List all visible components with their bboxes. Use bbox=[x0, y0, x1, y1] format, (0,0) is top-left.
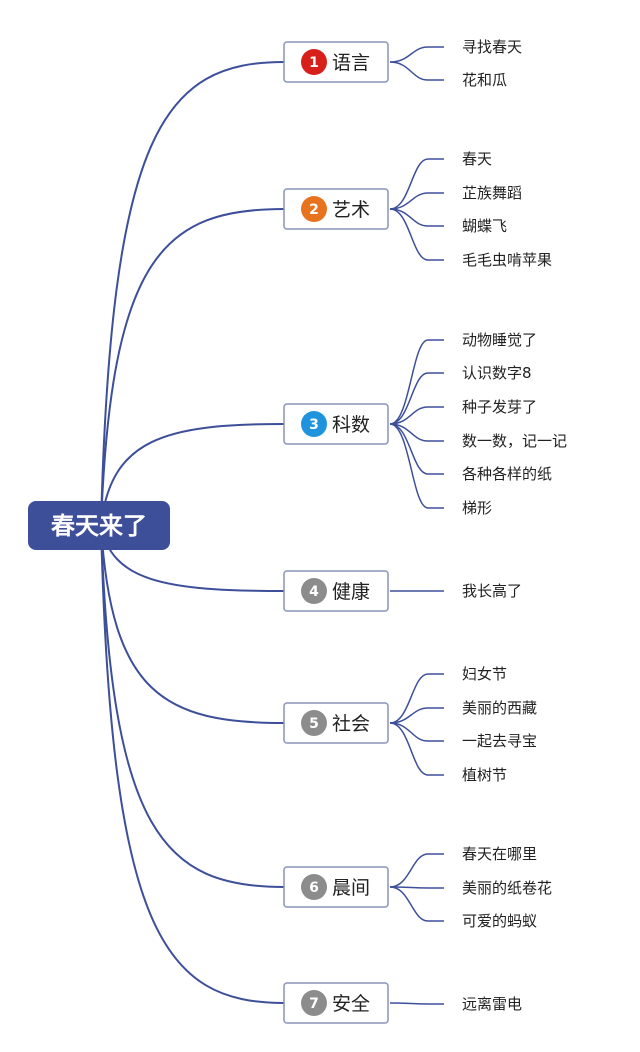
leaf-line-3-5 bbox=[389, 423, 444, 475]
branch-label: 健康 bbox=[332, 581, 370, 603]
root-branch-line-6 bbox=[100, 524, 285, 888]
leaf-line-1-1 bbox=[389, 46, 444, 63]
branch-node-4[interactable]: 4 健康 bbox=[283, 570, 389, 612]
branch-label: 社会 bbox=[332, 713, 370, 735]
leaf-node-5-1[interactable]: 妇女节 bbox=[462, 665, 507, 683]
root-branch-line-5 bbox=[100, 524, 285, 724]
root-node-label: 春天来了 bbox=[51, 512, 147, 540]
root-branch-line-1 bbox=[100, 61, 285, 526]
leaf-node-6-1[interactable]: 春天在哪里 bbox=[462, 845, 537, 863]
leaf-line-2-4 bbox=[389, 208, 444, 261]
leaf-node-2-1[interactable]: 春天 bbox=[462, 150, 492, 168]
branch-number: 2 bbox=[309, 202, 319, 218]
branch-node-1[interactable]: 1 语言 bbox=[283, 41, 389, 83]
branch-node-5[interactable]: 5 社会 bbox=[283, 702, 389, 744]
leaf-line-7-1 bbox=[389, 1002, 444, 1005]
leaf-node-3-5[interactable]: 各种各样的纸 bbox=[462, 465, 552, 483]
leaf-node-6-3[interactable]: 可爱的蚂蚁 bbox=[462, 912, 537, 930]
branch-nodes: 1 语言 2 艺术 3 科数 4 健康 5 社会 6 晨间 7 安全 bbox=[283, 41, 389, 1024]
leaf-node-3-4[interactable]: 数一数，记一记 bbox=[462, 432, 567, 450]
leaf-node-2-2[interactable]: 芷族舞蹈 bbox=[462, 184, 522, 202]
number-badge-icon bbox=[301, 578, 327, 604]
number-badge-icon bbox=[301, 411, 327, 437]
branch-node-7[interactable]: 7 安全 bbox=[283, 982, 389, 1024]
leaf-line-5-2 bbox=[389, 707, 444, 724]
branch-label: 科数 bbox=[332, 414, 370, 436]
root-branch-line-3 bbox=[100, 423, 285, 526]
leaf-line-6-2 bbox=[389, 886, 444, 889]
leaf-node-5-2[interactable]: 美丽的西藏 bbox=[462, 699, 537, 717]
leaf-node-7-1[interactable]: 远离雷电 bbox=[462, 995, 522, 1013]
branch-number: 3 bbox=[309, 417, 319, 433]
leaf-node-3-6[interactable]: 梯形 bbox=[462, 499, 492, 517]
number-badge-icon bbox=[301, 874, 327, 900]
leaf-line-3-4 bbox=[389, 423, 444, 442]
leaf-node-3-3[interactable]: 种子发芽了 bbox=[462, 398, 537, 416]
branch-node-3[interactable]: 3 科数 bbox=[283, 403, 389, 445]
leaf-line-2-3 bbox=[389, 208, 444, 227]
root-branch-line-7 bbox=[100, 524, 285, 1004]
leaf-line-5-3 bbox=[389, 722, 444, 742]
leaf-node-5-3[interactable]: 一起去寻宝 bbox=[462, 732, 537, 750]
branch-label: 语言 bbox=[332, 52, 370, 74]
root-connector-lines bbox=[100, 61, 285, 1004]
leaf-line-2-1 bbox=[389, 158, 444, 210]
branch-label: 艺术 bbox=[332, 199, 370, 221]
leaf-node-4-1[interactable]: 我长高了 bbox=[462, 582, 522, 600]
number-badge-icon bbox=[301, 49, 327, 75]
leaf-node-2-4[interactable]: 毛毛虫啃苹果 bbox=[462, 251, 552, 269]
leaf-node-5-4[interactable]: 植树节 bbox=[462, 766, 507, 784]
leaf-line-6-3 bbox=[389, 886, 444, 922]
leaf-line-5-1 bbox=[389, 673, 444, 724]
leaf-line-6-1 bbox=[389, 853, 444, 888]
leaf-node-6-2[interactable]: 美丽的纸卷花 bbox=[462, 879, 552, 897]
root-node[interactable]: 春天来了 bbox=[28, 501, 170, 550]
leaf-node-1-2[interactable]: 花和瓜 bbox=[462, 71, 507, 89]
leaf-node-3-1[interactable]: 动物睡觉了 bbox=[462, 331, 537, 349]
branch-number: 4 bbox=[309, 584, 319, 600]
number-badge-icon bbox=[301, 990, 327, 1016]
leaf-connector-lines bbox=[389, 46, 444, 1005]
branch-number: 7 bbox=[309, 996, 319, 1012]
leaf-line-2-2 bbox=[389, 192, 444, 210]
branch-node-2[interactable]: 2 艺术 bbox=[283, 188, 389, 230]
branch-number: 1 bbox=[309, 55, 319, 71]
leaf-line-3-1 bbox=[389, 339, 444, 425]
leaf-node-3-2[interactable]: 认识数字8 bbox=[462, 364, 532, 382]
leaf-line-3-6 bbox=[389, 423, 444, 509]
leaf-line-5-4 bbox=[389, 722, 444, 776]
leaf-line-3-2 bbox=[389, 372, 444, 425]
number-badge-icon bbox=[301, 710, 327, 736]
branch-number: 6 bbox=[309, 880, 319, 896]
branch-label: 晨间 bbox=[332, 877, 370, 899]
branch-number: 5 bbox=[309, 716, 319, 732]
root-branch-line-2 bbox=[100, 208, 285, 526]
branch-label: 安全 bbox=[332, 993, 370, 1015]
number-badge-icon bbox=[301, 196, 327, 222]
leaf-node-2-3[interactable]: 蝴蝶飞 bbox=[462, 217, 507, 235]
leaf-node-1-1[interactable]: 寻找春天 bbox=[462, 38, 522, 56]
leaf-line-3-3 bbox=[389, 406, 444, 425]
branch-node-6[interactable]: 6 晨间 bbox=[283, 866, 389, 908]
root-node-box bbox=[28, 501, 170, 550]
leaf-line-1-2 bbox=[389, 61, 444, 81]
